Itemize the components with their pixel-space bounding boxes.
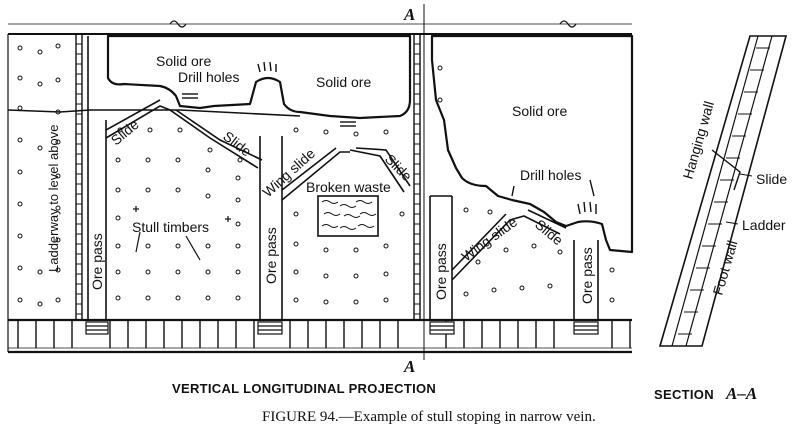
figure-caption: FIGURE 94.—Example of stull stoping in n… xyxy=(262,409,596,425)
label-ore-pass-2: Ore pass xyxy=(263,227,279,284)
solid-ore-right xyxy=(430,34,634,254)
ore-pass-2 xyxy=(259,136,283,320)
ore-pass-3 xyxy=(429,195,453,320)
section-a-a xyxy=(658,35,788,347)
ore-pass-4 xyxy=(573,240,599,320)
stope-frame xyxy=(7,34,632,354)
label-solid-ore-1: Solid ore xyxy=(156,53,211,69)
label-drill-holes-2: Drill holes xyxy=(520,167,581,183)
label-drill-holes-1: Drill holes xyxy=(178,69,239,85)
captions: VERTICAL LONGITUDINAL PROJECTION SECTION… xyxy=(172,381,757,425)
wing-slide-2 xyxy=(451,209,567,281)
section-title-prefix: SECTION xyxy=(654,387,714,402)
label-slide-1: Slide xyxy=(108,116,142,148)
left-slides xyxy=(105,99,263,169)
label-section-ladder: Ladder xyxy=(742,217,786,233)
label-solid-ore-2: Solid ore xyxy=(316,74,371,90)
label-stull-timbers: Stull timbers xyxy=(132,219,209,235)
top-boundary xyxy=(8,20,632,35)
stull-dots xyxy=(17,43,615,307)
label-section-slide: Slide xyxy=(756,171,787,187)
label-ore-pass-3: Ore pass xyxy=(433,243,449,300)
right-slide-center xyxy=(349,147,411,193)
wing-slide-1 xyxy=(281,147,350,201)
ladderway-center xyxy=(413,4,425,360)
stull-timber-markers xyxy=(133,206,231,261)
section-mark-top: A xyxy=(403,5,415,24)
label-broken-waste: Broken waste xyxy=(306,179,391,195)
drill-hole-marks xyxy=(182,61,597,215)
label-ore-pass-4: Ore pass xyxy=(579,247,595,304)
label-wing-slide-2: Wing slide xyxy=(458,213,520,264)
label-ore-pass-1: Ore pass xyxy=(89,233,105,290)
label-ladderway: Ladderway to level above xyxy=(46,125,61,272)
ore-pass-1 xyxy=(87,36,107,320)
section-mark-bottom: A xyxy=(403,357,415,376)
level-timbers xyxy=(17,320,631,348)
broken-waste-box xyxy=(317,195,379,237)
ladderway-left xyxy=(75,34,83,320)
label-solid-ore-3: Solid ore xyxy=(512,103,567,119)
projection-title: VERTICAL LONGITUDINAL PROJECTION xyxy=(172,381,436,396)
section-title-mark: A–A xyxy=(725,384,757,403)
chute-boxes xyxy=(85,321,599,335)
